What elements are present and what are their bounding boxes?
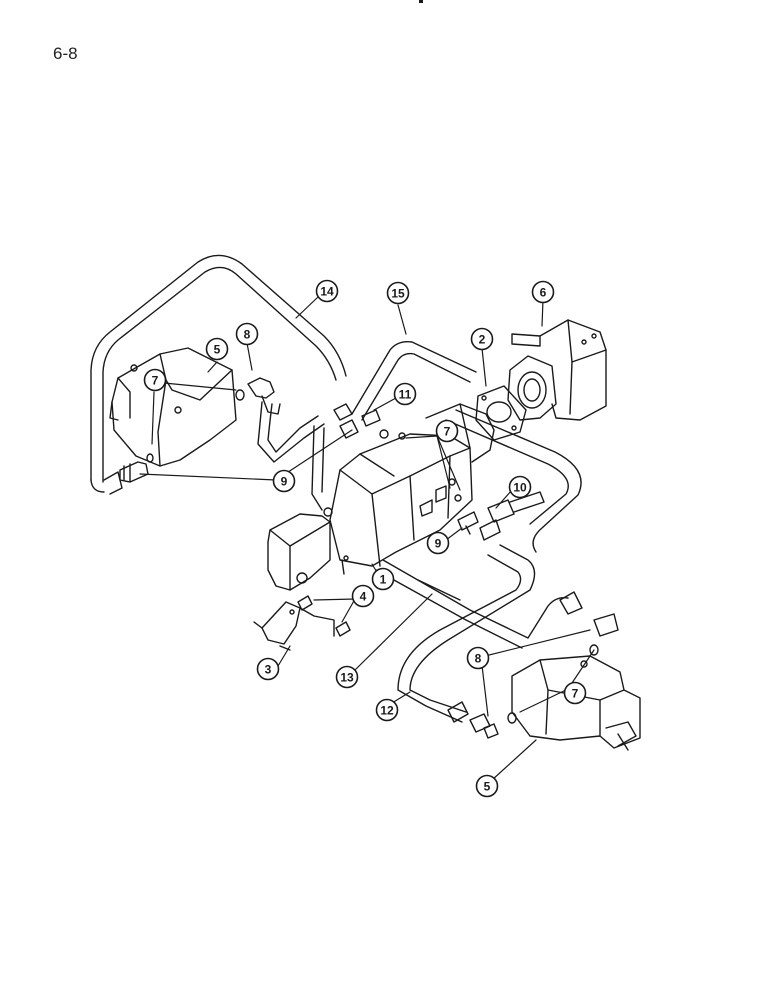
callout-6: 6	[531, 280, 555, 304]
callout-5-upper: 5	[205, 337, 229, 361]
callout-13: 13	[335, 665, 359, 689]
callout-9-right: 9	[426, 531, 450, 555]
callout-8-upper: 8	[235, 322, 259, 346]
callout-label: 2	[479, 333, 486, 347]
callout-5-lower: 5	[475, 774, 499, 798]
callout-14: 14	[315, 279, 339, 303]
callout-label: 5	[484, 780, 491, 794]
callout-3: 3	[256, 657, 280, 681]
callout-label: 15	[391, 287, 405, 301]
mounting-bracket	[253, 595, 351, 651]
callout-7-center: 7	[435, 419, 459, 443]
fittings-upper-left	[103, 377, 281, 495]
callout-label: 7	[444, 425, 451, 439]
top-mark	[419, 0, 423, 3]
callout-label: 7	[572, 687, 579, 701]
main-pump	[267, 403, 495, 591]
callout-8-lower: 8	[466, 646, 490, 670]
callout-label: 13	[340, 671, 354, 685]
callout-label: 4	[360, 590, 367, 604]
gasket	[475, 385, 527, 441]
callout-4: 4	[351, 584, 375, 608]
hose-12	[397, 409, 582, 723]
hose-15	[351, 340, 477, 421]
callout-label: 11	[399, 388, 412, 402]
callout-label: 7	[152, 374, 159, 388]
callout-15: 15	[386, 281, 410, 305]
callout-12: 12	[375, 698, 399, 722]
hose-left-motor	[257, 401, 325, 511]
callout-label: 10	[513, 481, 527, 495]
callout-label: 8	[475, 652, 482, 666]
callout-9-left: 9	[272, 469, 296, 493]
callout-label: 1	[380, 573, 387, 587]
callout-7-lower: 7	[563, 681, 587, 705]
callout-10: 10	[508, 475, 532, 499]
callout-label: 3	[265, 663, 272, 677]
callout-1: 1	[371, 567, 395, 591]
callout-label: 5	[214, 343, 221, 357]
callout-11: 11	[393, 382, 417, 406]
fittings-right	[457, 491, 545, 541]
callout-label: 12	[380, 704, 394, 718]
fittings-lower-right	[447, 591, 619, 739]
fittings-center	[333, 403, 462, 502]
callout-2: 2	[470, 327, 494, 351]
callout-label: 14	[320, 285, 334, 299]
page-number: 6-8	[53, 44, 78, 63]
callout-label: 8	[244, 328, 251, 342]
hose-13	[375, 559, 569, 649]
auxiliary-pump	[507, 319, 607, 421]
hydraulic-motor-upper	[109, 347, 237, 467]
callout-7-upper-left: 7	[143, 368, 167, 392]
callout-label: 6	[540, 286, 547, 300]
hose-14	[90, 254, 347, 493]
callout-label: 9	[435, 537, 442, 551]
leader-lines	[139, 296, 595, 781]
callout-label: 9	[281, 475, 288, 489]
